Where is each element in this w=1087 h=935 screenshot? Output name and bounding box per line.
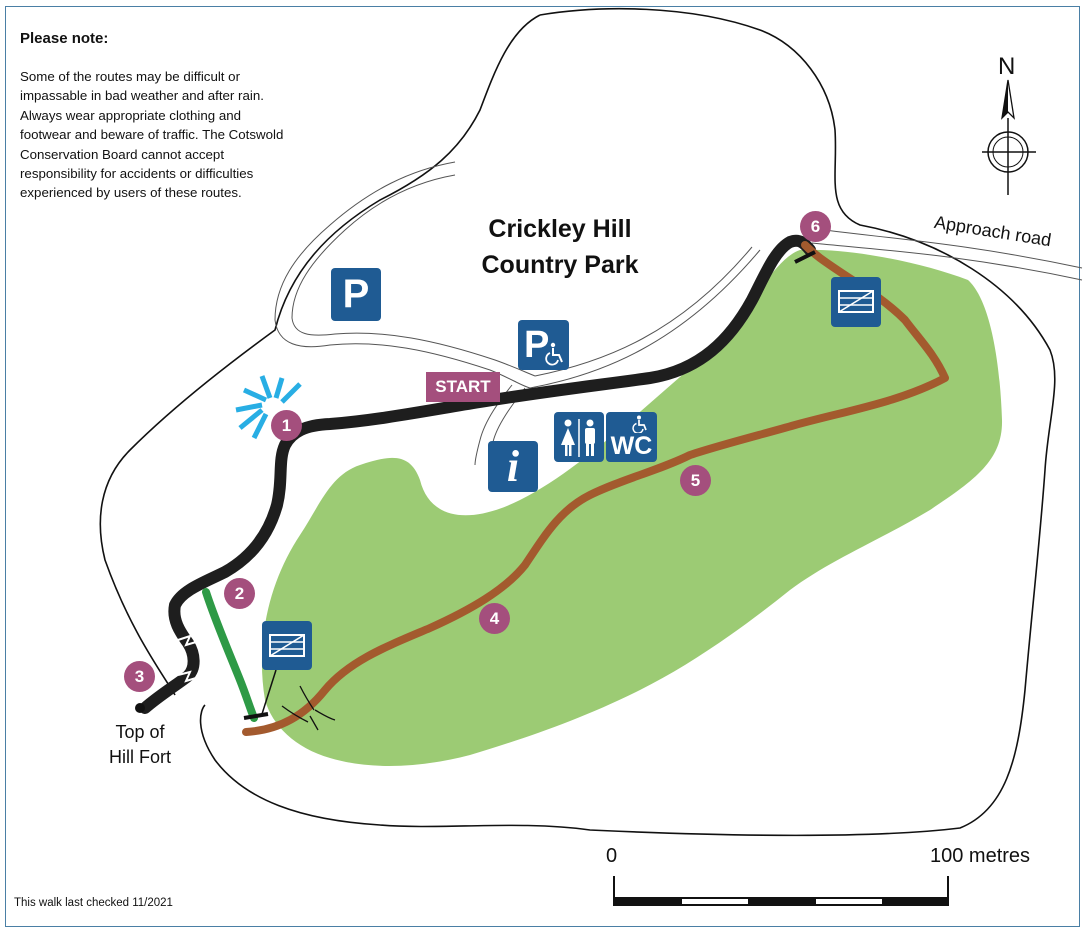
accessible-wc-icon: WC: [606, 412, 657, 462]
scale-end-label: 100 metres: [930, 845, 1031, 867]
hill-fort-label: Top of Hill Fort: [96, 720, 184, 770]
route-marker-4: 4: [479, 603, 510, 634]
approach-road: [809, 227, 1083, 281]
wheelchair-icon: [545, 342, 563, 366]
park-boundary-west: [99, 14, 541, 696]
compass-icon: [982, 79, 1036, 195]
gate-drawing: [838, 290, 874, 313]
stile-mark: [281, 685, 336, 731]
car-park-lane: [274, 161, 531, 389]
wheelchair-icon: [632, 415, 647, 433]
parking-icon: P: [331, 268, 381, 321]
information-icon: i: [488, 441, 538, 492]
park-title: Crickley Hill Country Park: [452, 211, 668, 283]
disabled-parking-letter: P: [524, 324, 550, 366]
green-route: [202, 588, 258, 722]
viewpoint-icon: [235, 375, 302, 440]
gate-icon: [831, 277, 881, 327]
route-marker-3: 3: [124, 661, 155, 692]
gate-bar: [243, 712, 269, 720]
hill-fort-label-line2: Hill Fort: [109, 747, 171, 767]
note-title: Please note:: [20, 30, 109, 47]
disabled-parking-icon: P: [518, 320, 569, 370]
park-boundary: [199, 7, 1056, 837]
route-marker-1: 1: [271, 410, 302, 441]
park-title-line1: Crickley Hill: [488, 215, 632, 243]
hill-fort-steps: [177, 634, 197, 683]
hill-fort-point: [135, 703, 145, 713]
gate-pointer: [261, 669, 277, 715]
information-letter: i: [506, 442, 520, 491]
hill-fort-label-line1: Top of: [115, 722, 165, 742]
parking-icon-letter: P: [342, 272, 370, 316]
start-badge: START: [426, 372, 500, 402]
last-checked-note: This walk last checked 11/2021: [14, 897, 173, 909]
toilets-icon: [554, 412, 604, 462]
woodland-area: [261, 249, 1003, 766]
scale-start-label: 0: [606, 845, 618, 867]
route-marker-2: 2: [224, 578, 255, 609]
brown-route: [242, 241, 949, 736]
route-marker-6: 6: [800, 211, 831, 242]
scale-bar: [613, 876, 949, 906]
road-route: [139, 234, 816, 714]
gate-icon: [262, 621, 312, 670]
park-title-line2: Country Park: [481, 251, 639, 279]
note-body: Some of the routes may be difficult or i…: [20, 69, 284, 201]
toilets-figures: [561, 419, 595, 457]
gate-drawing: [269, 634, 305, 657]
route-marker-5: 5: [680, 465, 711, 496]
wc-label: WC: [610, 432, 653, 460]
car-park-lane: [291, 174, 536, 377]
gate-bar: [794, 250, 816, 264]
compass-north-label: N: [998, 53, 1016, 80]
